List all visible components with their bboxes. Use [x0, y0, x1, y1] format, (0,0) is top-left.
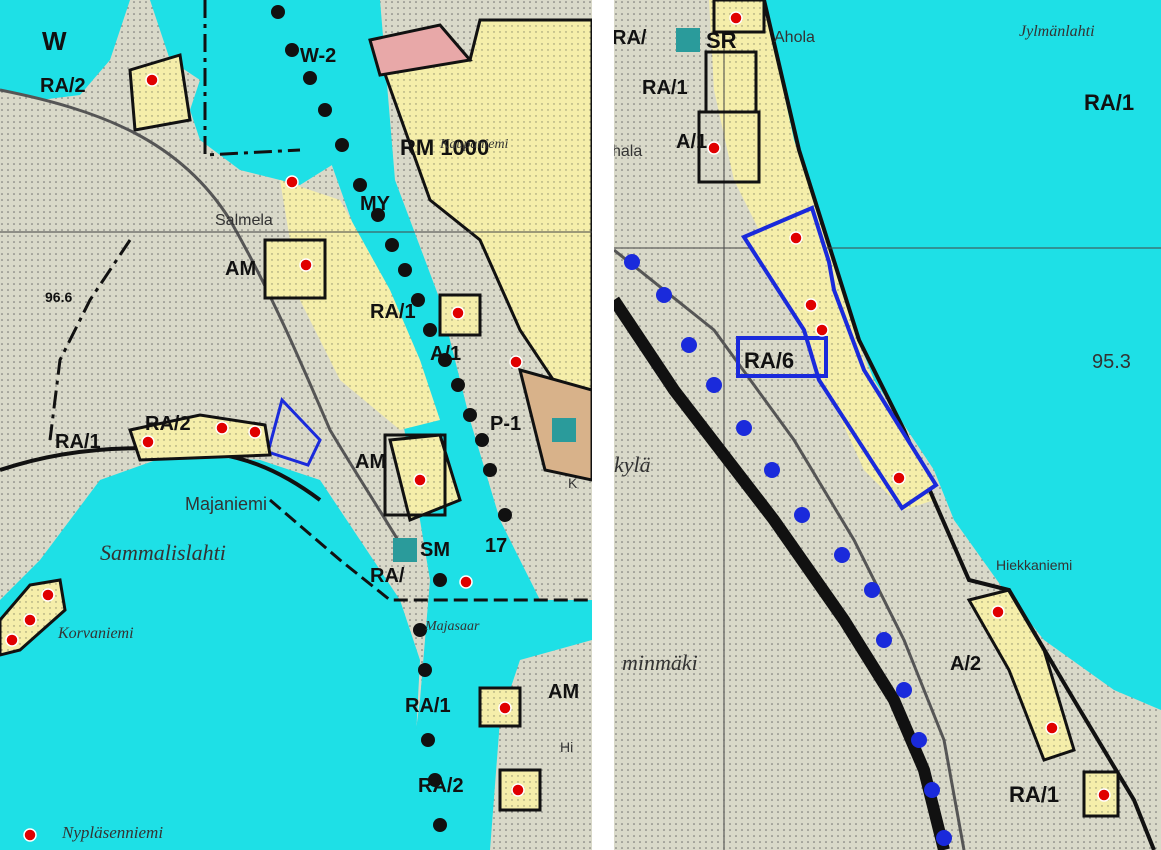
- label-am-salmela: AM: [225, 258, 256, 280]
- label-ra1-left: RA/1: [55, 431, 101, 453]
- label-ra2-left: RA/2: [145, 413, 191, 435]
- label-ra1-mid: RA/1: [370, 301, 416, 323]
- plot-am-salmela: [263, 238, 327, 300]
- label-ra2-top: RA/2: [40, 75, 86, 97]
- label-my: MY: [360, 193, 391, 215]
- left-map-panel: W RA/2 W-2 RM 1000 MY AM RA/1 A/1 P-1 RA…: [0, 0, 592, 850]
- planned-line: [624, 254, 952, 846]
- place-majasaari: Majasaar: [424, 619, 480, 634]
- plot-ra-left: [128, 413, 272, 462]
- right-map-panel: RA/ SR RA/1 RA/1 A/1 RA/6 A/2 RA/1 95.3 …: [614, 0, 1161, 850]
- label-sr: SR: [706, 28, 737, 53]
- label-elevation: 96.6: [45, 289, 72, 305]
- boundary-dashed: [203, 0, 301, 157]
- place-kaupaniemi: Kaupaniemi: [439, 137, 509, 152]
- place-minmaki: minmäki: [622, 650, 698, 675]
- label-k: K: [568, 475, 578, 491]
- label-ra1-bottom: RA/1: [1009, 782, 1059, 807]
- label-w: W: [42, 26, 67, 56]
- place-jylmanlahti: Jylmänlahti: [1019, 23, 1095, 40]
- water-top: [0, 0, 360, 185]
- place-salmela: Salmela: [215, 212, 273, 229]
- place-majaniemi: Majaniemi: [185, 494, 267, 514]
- highlight-plot-ra6[interactable]: [741, 205, 939, 511]
- service-marker: [393, 538, 417, 562]
- place-korvaniemi: Korvaniemi: [57, 625, 134, 642]
- label-17: 17: [485, 535, 507, 557]
- plot-am-center: [383, 433, 447, 517]
- label-rm1000: RM 1000: [400, 135, 489, 160]
- plot-a1: [697, 110, 761, 184]
- label-ra1-right: RA/1: [1084, 90, 1134, 115]
- label-am-center: AM: [355, 451, 386, 473]
- zone-yellow-ra2: [128, 53, 192, 132]
- water-channel: [290, 0, 592, 850]
- label-ra1-top: RA/1: [642, 77, 688, 99]
- place-ahola: Ahola: [774, 29, 815, 46]
- service-marker: [552, 418, 576, 442]
- water-lake: [0, 455, 420, 850]
- label-ra-top: RA/: [614, 27, 647, 49]
- water-lake: [764, 0, 1161, 710]
- label-sm: SM: [420, 539, 450, 561]
- left-map: W RA/2 W-2 RM 1000 MY AM RA/1 A/1 P-1 RA…: [0, 0, 592, 850]
- label-ra2-bottom: RA/2: [418, 775, 464, 797]
- boundary-dashed-2: [48, 239, 132, 441]
- power-line: [271, 5, 512, 832]
- place-nyplasenniemi: Nypläsenniemi: [61, 823, 163, 842]
- label-w2: W-2: [300, 45, 336, 67]
- panel-gap: [592, 0, 614, 850]
- label-a2: A/2: [950, 653, 981, 675]
- label-ra1-bottom: RA/1: [405, 695, 451, 717]
- label-p1: P-1: [490, 413, 521, 435]
- water-top-left: [0, 0, 130, 100]
- building-markers: [5, 73, 525, 842]
- right-map: RA/ SR RA/1 RA/1 A/1 RA/6 A/2 RA/1 95.3 …: [614, 0, 1161, 850]
- place-sammalislahti: Sammalislahti: [100, 540, 226, 565]
- label-elevation: 95.3: [1092, 351, 1131, 373]
- place-kyla: kylä: [614, 452, 651, 477]
- highlight-plot-left[interactable]: [266, 397, 322, 467]
- zone-pink: [368, 23, 473, 77]
- boundary-dashed-3: [269, 498, 592, 602]
- label-ra6[interactable]: RA/6: [744, 348, 794, 373]
- label-ra-bottom: RA/: [370, 565, 405, 587]
- place-hala: hala: [614, 143, 642, 160]
- shoreline: [762, 0, 1156, 850]
- road: [614, 248, 966, 850]
- place-hi: Hi: [560, 739, 573, 755]
- label-am-bottom: AM: [548, 681, 579, 703]
- ra6-label-box[interactable]: [736, 336, 828, 378]
- service-marker: [676, 28, 700, 52]
- railway: [614, 296, 950, 850]
- label-a1: A/1: [676, 131, 707, 153]
- building-markers: [707, 11, 1111, 802]
- plot-ra1-bottom: [478, 686, 522, 728]
- place-hiekkaniemi: Hiekkaniemi: [996, 557, 1072, 573]
- label-a1: A/1: [430, 343, 461, 365]
